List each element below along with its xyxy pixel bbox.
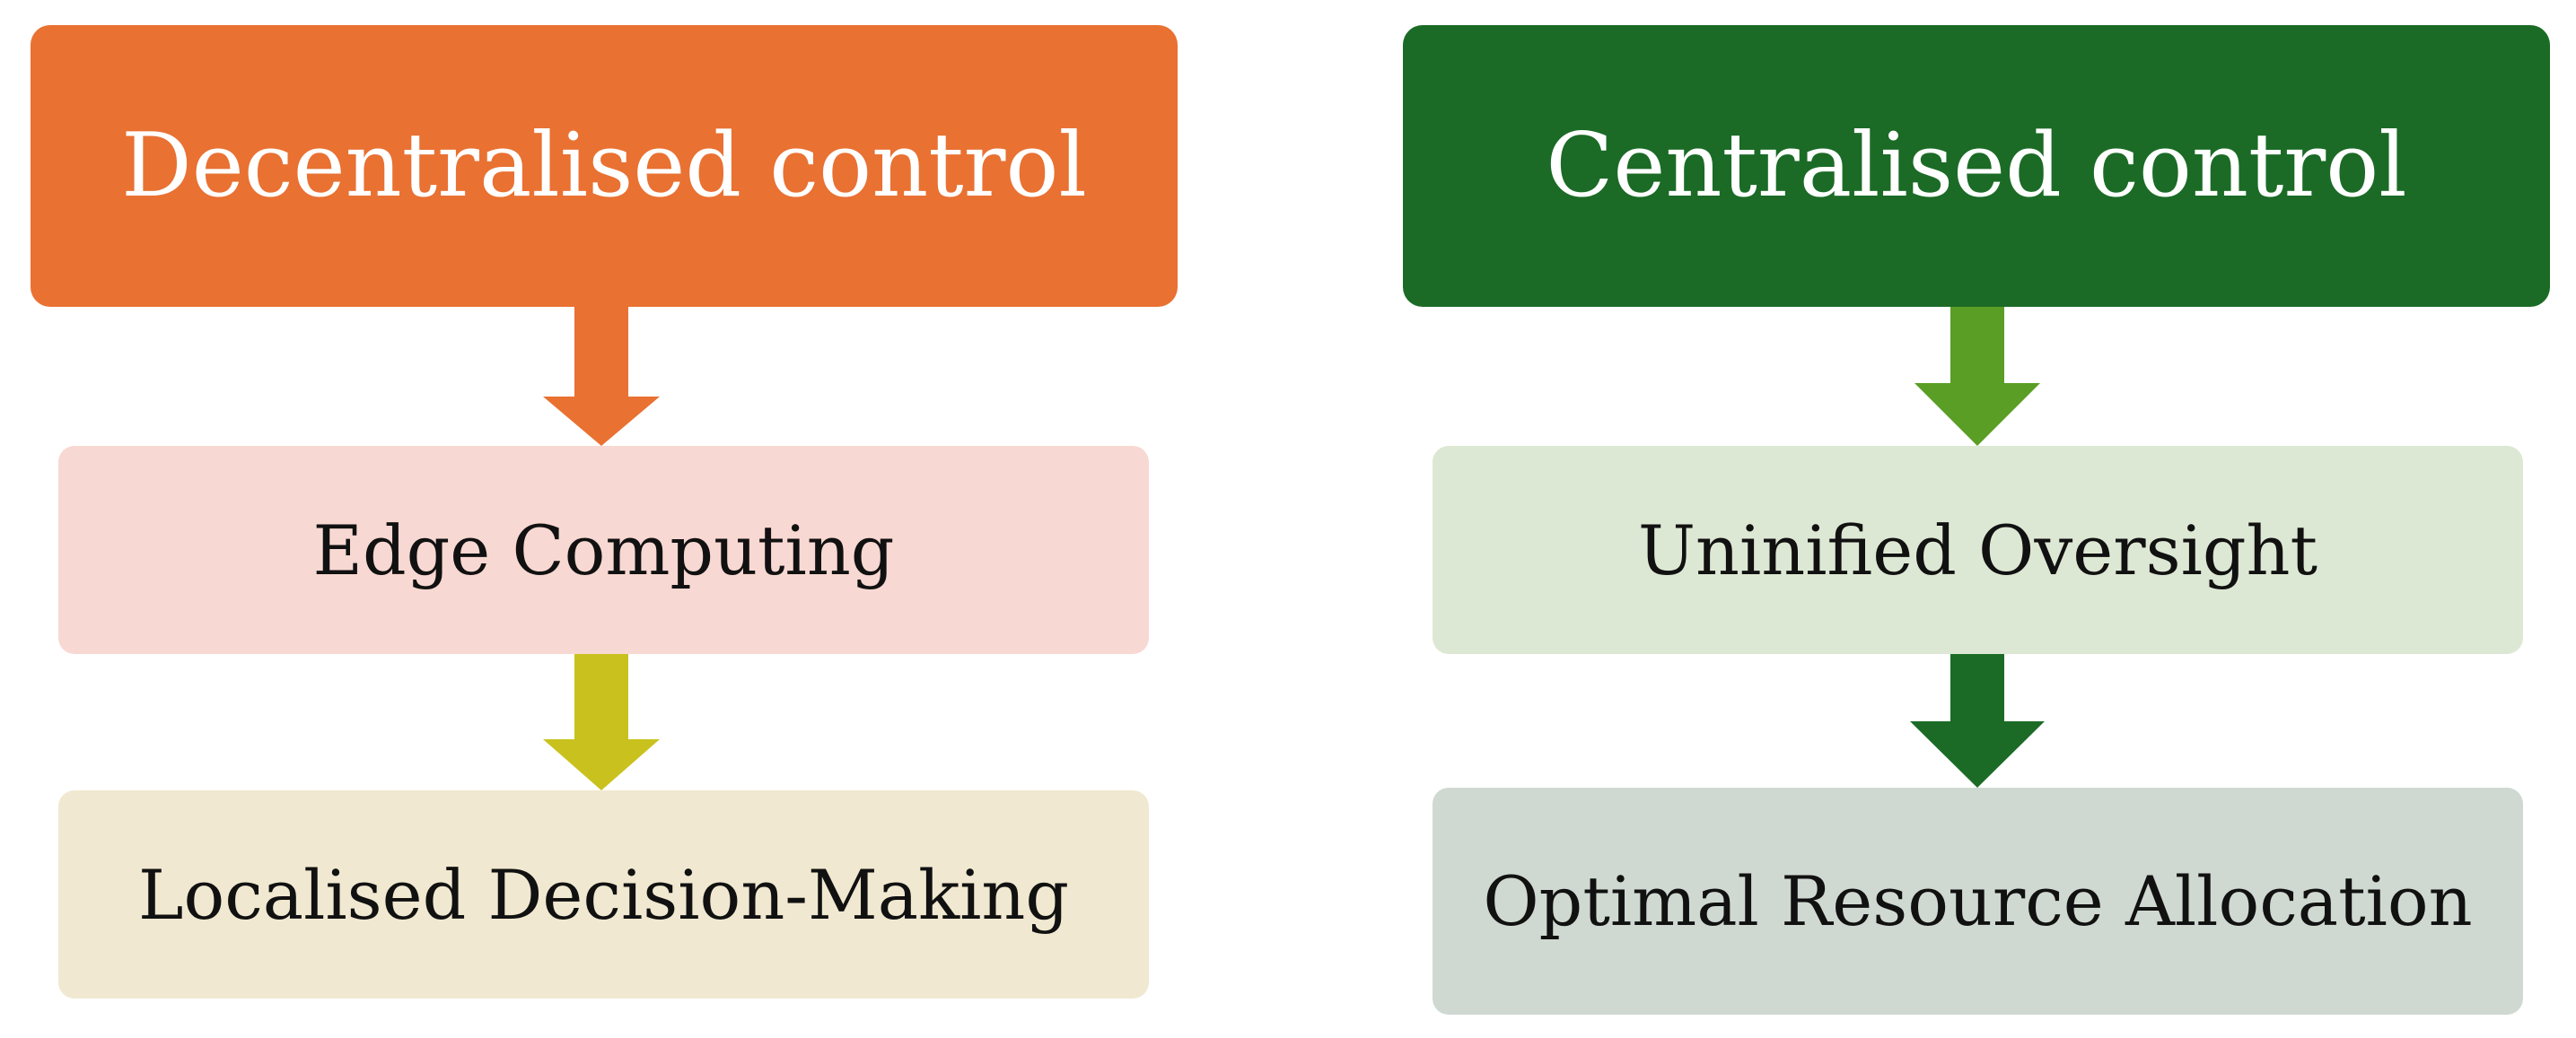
- arrow-down-icon: [543, 654, 660, 790]
- centralised-control-box: Centralised control: [1403, 25, 2550, 307]
- arrow-down-icon: [1910, 654, 2045, 788]
- decentralised-control-box: Decentralised control: [31, 25, 1178, 307]
- unified-oversight-label: Uninified Oversight: [1637, 510, 2318, 590]
- centralised-control-label: Centralised control: [1546, 115, 2407, 217]
- optimal-resource-allocation-label: Optimal Resource Allocation: [1483, 861, 2473, 941]
- localised-decision-making-box: Localised Decision-Making: [58, 790, 1149, 999]
- optimal-resource-allocation-box: Optimal Resource Allocation: [1433, 788, 2523, 1015]
- arrow-down-icon: [543, 307, 660, 446]
- localised-decision-making-label: Localised Decision-Making: [137, 854, 1070, 935]
- arrow-down-icon: [1914, 307, 2040, 446]
- edge-computing-label: Edge Computing: [312, 510, 895, 590]
- decentralised-control-label: Decentralised control: [121, 115, 1087, 217]
- edge-computing-box: Edge Computing: [58, 446, 1149, 654]
- unified-oversight-box: Uninified Oversight: [1433, 446, 2523, 654]
